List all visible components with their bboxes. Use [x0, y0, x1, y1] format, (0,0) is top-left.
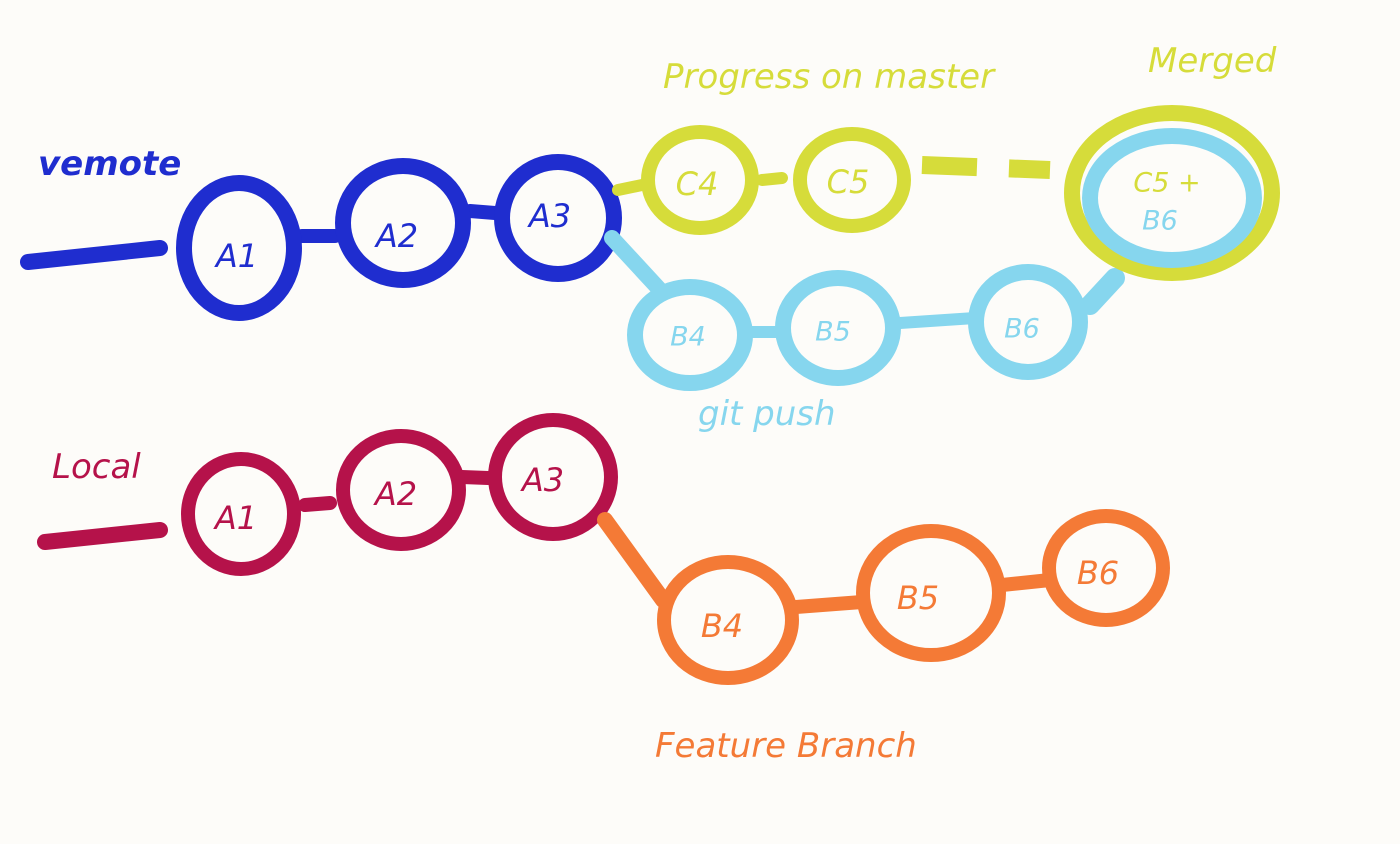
pushed-connector-b6-merge	[1080, 268, 1125, 315]
pushed-branch-row: B4 B5 B6 git push	[604, 230, 1125, 434]
feature-commit-b6: B6	[1042, 509, 1170, 627]
merged-commit-line2: B6	[1142, 206, 1178, 237]
master-commit-c5-label: C5	[827, 163, 870, 201]
pushed-commit-b4-label: B4	[670, 322, 706, 353]
master-commit-c5: C5	[793, 127, 911, 233]
feature-connector-a3-b4	[597, 512, 671, 608]
git-push-label: git push	[698, 394, 836, 434]
remote-commit-a3: A3	[494, 154, 622, 282]
progress-on-master-label: Progress on master	[663, 57, 996, 97]
master-dashed-line	[921, 156, 1051, 179]
feature-commit-b5: B5	[856, 524, 1006, 662]
local-commit-a2-label: A2	[373, 475, 417, 513]
remote-label: vemote	[38, 144, 181, 184]
pushed-commit-b4: B4	[627, 279, 753, 391]
master-commit-c4-label: C4	[676, 165, 719, 203]
feature-branch-row: B4 B5 B6 Feature Branch	[597, 509, 1170, 766]
remote-commit-a1: A1	[176, 175, 302, 321]
remote-history-line	[20, 240, 168, 270]
local-commit-a2: A2	[336, 429, 466, 551]
merged-commit: Merged C5 + B6	[1064, 41, 1280, 281]
local-row: Local A1 A2 A3	[37, 413, 618, 576]
local-commit-a1: A1	[181, 452, 301, 576]
merged-commit-line1: C5 +	[1133, 168, 1200, 199]
feature-commit-b5-label: B5	[897, 579, 939, 617]
master-connector-a3-c4	[612, 179, 648, 196]
feature-connector-b5-b6	[995, 573, 1057, 592]
local-label: Local	[52, 447, 141, 487]
pushed-commit-b6-label: B6	[1004, 314, 1040, 345]
pushed-commit-b5: B5	[775, 270, 901, 386]
merged-label: Merged	[1148, 41, 1277, 81]
local-commit-a3-label: A3	[520, 461, 564, 499]
merged-outer-ring	[1064, 105, 1280, 281]
remote-commit-a3-label: A3	[527, 197, 571, 235]
master-progress-row: Progress on master C4 C5	[612, 57, 1051, 235]
feature-commit-b6-label: B6	[1077, 554, 1119, 592]
pushed-commit-b6: B6	[968, 264, 1088, 380]
remote-commit-a2: A2	[335, 158, 471, 288]
local-commit-a1-label: A1	[213, 499, 257, 537]
merged-inner-ring	[1082, 128, 1262, 268]
master-commit-c4: C4	[641, 125, 759, 235]
feature-commit-b4: B4	[657, 555, 799, 685]
local-connector-a1-a2	[298, 496, 337, 512]
pushed-commit-b5-label: B5	[815, 317, 851, 348]
local-connector-a2-a3	[455, 470, 495, 485]
feature-commit-b4-label: B4	[701, 607, 743, 645]
pushed-connector-a3-b4	[604, 230, 668, 298]
remote-commit-a1-label: A1	[214, 237, 258, 275]
master-connector-c4-c5	[756, 172, 788, 186]
feature-branch-label: Feature Branch	[655, 726, 917, 766]
remote-connector-a2-a3	[463, 204, 502, 220]
remote-commit-a2-label: A2	[374, 217, 418, 255]
feature-connector-b4-b5	[789, 595, 869, 614]
pushed-connector-b5-b6	[894, 312, 981, 329]
remote-row: vemote A1 A2 A3	[20, 144, 622, 321]
local-commit-a3: A3	[488, 413, 618, 541]
local-history-line	[37, 522, 168, 550]
